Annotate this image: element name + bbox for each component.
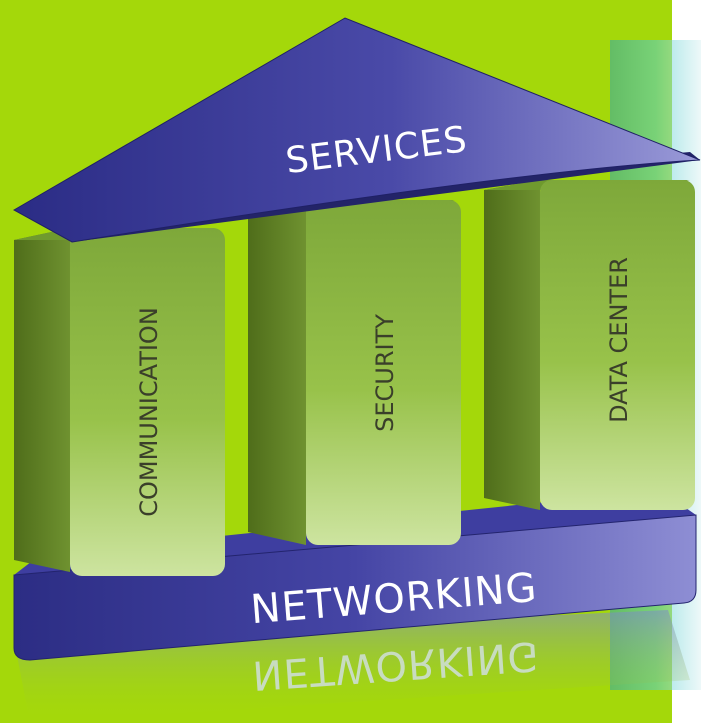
pillar-data-center-label: DATA CENTER xyxy=(605,257,633,423)
pillar-communication-side xyxy=(14,228,70,572)
pillar-security-front xyxy=(306,200,461,545)
pillar-data-center-side xyxy=(484,180,540,510)
pillar-communication-front xyxy=(70,228,225,576)
pillar-security: SECURITY xyxy=(248,200,461,545)
pillar-security-side xyxy=(248,200,306,545)
pillar-security-label: SECURITY xyxy=(371,314,399,432)
base-front-face xyxy=(13,514,697,661)
pillar-data-center: DATA CENTER xyxy=(484,180,695,510)
roof-front-face xyxy=(12,17,701,243)
roof: SERVICES xyxy=(12,17,701,243)
pillar-data-center-front xyxy=(540,180,695,510)
pillar-communication-label: COMMUNICATION xyxy=(135,307,163,517)
pillar-communication: COMMUNICATION xyxy=(14,228,225,576)
